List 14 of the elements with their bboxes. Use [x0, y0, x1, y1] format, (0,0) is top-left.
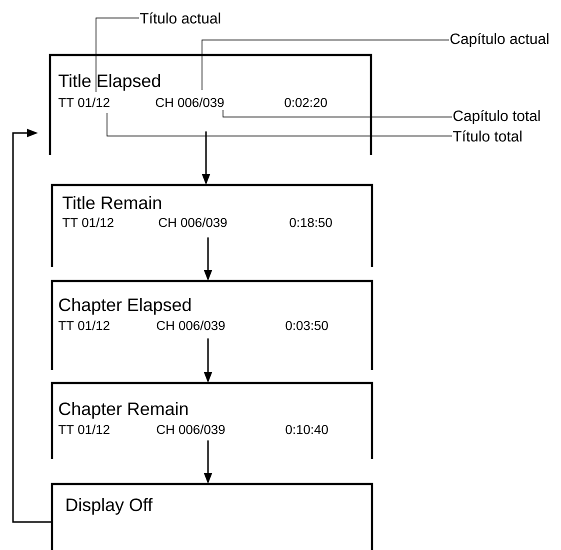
- screen-box: Chapter Remain TT 01/12 CH 006/039 0:10:40: [50, 382, 374, 459]
- leader-line: [222, 110, 452, 118]
- screen-box: Title Remain TT 01/12 CH 006/039 0:18:50: [50, 184, 374, 267]
- leader-line: [106, 112, 452, 136]
- return-arrow: [12, 128, 52, 523]
- screen-box: Chapter Elapsed TT 01/12 CH 006/039 0:03:50: [50, 280, 374, 370]
- screen-box: Display Off: [50, 482, 374, 550]
- callout-label: Capítulo total: [453, 110, 540, 124]
- callout-label: Capítulo actual: [450, 32, 548, 48]
- leader-line: [96, 18, 140, 92]
- leader-line: [202, 40, 450, 90]
- callout-label: Título total: [453, 130, 522, 142]
- screen-box: Title Elapsed TT 01/12 CH 006/039 0:02:20: [48, 54, 372, 155]
- callout-label: Título actual: [140, 12, 220, 24]
